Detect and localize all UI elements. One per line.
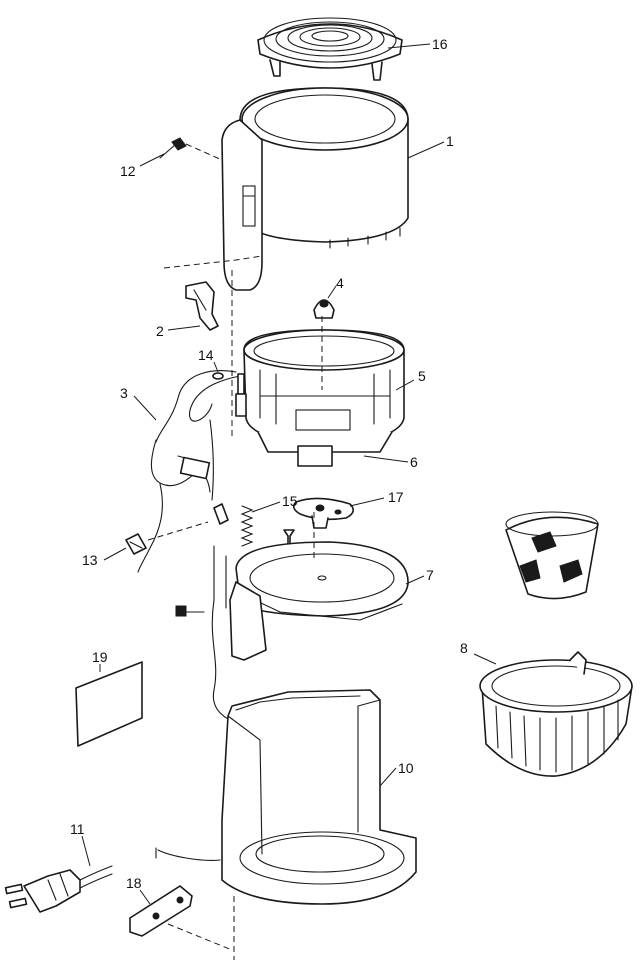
part-10-base-housing	[155, 689, 417, 905]
part-8-basket	[479, 651, 633, 777]
callout-2: 2	[156, 323, 164, 339]
callout-14: 14	[198, 347, 214, 363]
callout-13: 13	[82, 552, 98, 568]
paper-filter	[505, 511, 599, 600]
callout-15: 15	[282, 493, 298, 509]
part-13-wire-nut	[125, 533, 147, 555]
part-18-clamp	[129, 885, 193, 937]
part-3-wiring	[137, 370, 247, 573]
part-2-clip	[185, 281, 219, 331]
callout-1: 1	[446, 133, 454, 149]
callout-6: 6	[410, 454, 418, 470]
callout-10: 10	[398, 760, 414, 776]
part-4-valve	[313, 299, 335, 319]
callout-5: 5	[418, 368, 426, 384]
callout-16: 16	[432, 36, 448, 52]
callout-19: 19	[92, 649, 108, 665]
part-1-reservoir	[221, 87, 409, 291]
callout-11: 11	[70, 821, 85, 837]
part-14-washer	[212, 372, 224, 380]
part-6-base-plate	[257, 431, 393, 467]
part-11-plug	[4, 865, 113, 913]
callout-labels: 16 1 12 2 4 14 5 3 6 15 17 13 7 8 19 10 …	[70, 36, 468, 891]
part-16-lid	[257, 17, 403, 81]
part-15-spring	[213, 503, 295, 549]
callout-4: 4	[336, 275, 344, 291]
alignment-lines	[147, 143, 323, 960]
callout-3: 3	[120, 385, 128, 401]
part-7-warming-plate	[175, 541, 409, 725]
leader-lines	[81, 43, 497, 905]
part-12-screw	[159, 137, 187, 159]
callout-17: 17	[388, 489, 404, 505]
part-17-valve-seat	[292, 497, 354, 529]
callout-8: 8	[460, 640, 468, 656]
callout-18: 18	[126, 875, 142, 891]
part-19-label	[75, 661, 143, 747]
callout-12: 12	[120, 163, 136, 179]
part-5-heater-ring	[243, 329, 405, 447]
callout-7: 7	[426, 567, 434, 583]
